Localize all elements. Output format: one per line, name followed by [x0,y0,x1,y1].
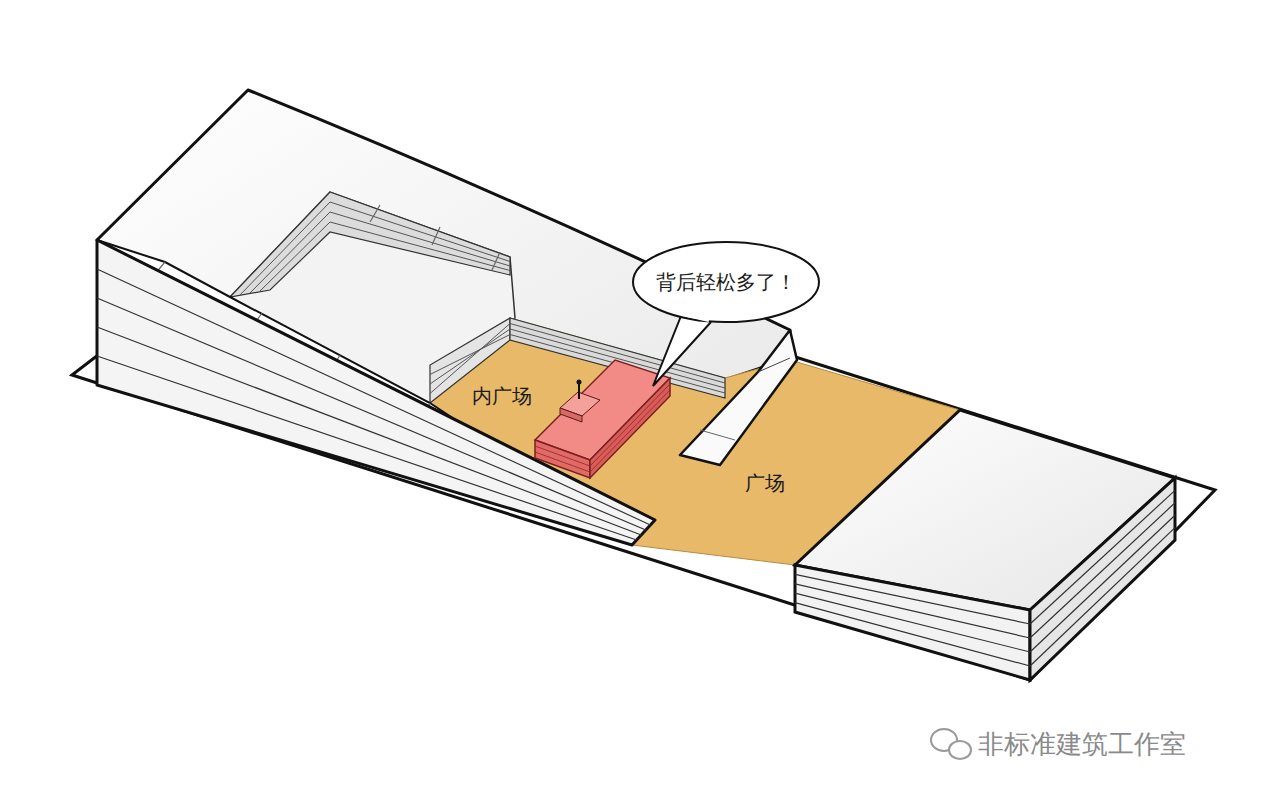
fin-wall [680,330,797,465]
stripe [590,384,670,466]
right-side [1030,478,1175,680]
bubble-body [633,242,819,322]
bubble-tail [653,316,711,386]
stripe [430,324,510,394]
stripe [432,227,440,245]
stripe [590,390,670,472]
stripe [1030,515,1175,652]
plaza-label: 广场 [745,470,785,497]
stripe [430,335,510,375]
stripe [795,603,1030,666]
red-block-side [590,378,670,478]
stripe [795,584,1030,638]
rooftop-box-face [560,408,582,422]
stripe [430,329,510,384]
stripe [370,205,380,222]
stripe [1030,490,1175,624]
courtyard-wall [230,192,510,297]
stripe [330,212,510,266]
stripe [97,356,637,540]
watermark: 非标准建筑工作室 [978,727,1186,762]
right-front [795,565,1030,680]
stripe [330,202,510,262]
stripe [240,202,330,295]
stripe [250,212,330,293]
bubble-join [683,314,709,320]
stripe [97,269,650,525]
stripe [795,593,1030,652]
stripe [97,298,646,530]
front-face [97,240,655,545]
stripe [535,446,590,466]
stripe [492,252,500,270]
bubble-text: 背后轻松多了！ [656,269,796,296]
fin-edge [758,358,790,372]
wechat-icon [949,741,971,759]
person-figure [578,384,580,399]
stripe [1030,528,1175,666]
stripe [1030,503,1175,638]
plaza-label: 内广场 [472,383,532,410]
person-head [577,380,582,385]
stripe [260,222,330,291]
stripe [795,574,1030,624]
speech-bubble: 背后轻松多了！ [631,240,821,324]
fin-joint [700,430,735,440]
stripe [535,452,590,472]
red-block-front [535,440,590,478]
stripe [330,222,510,271]
